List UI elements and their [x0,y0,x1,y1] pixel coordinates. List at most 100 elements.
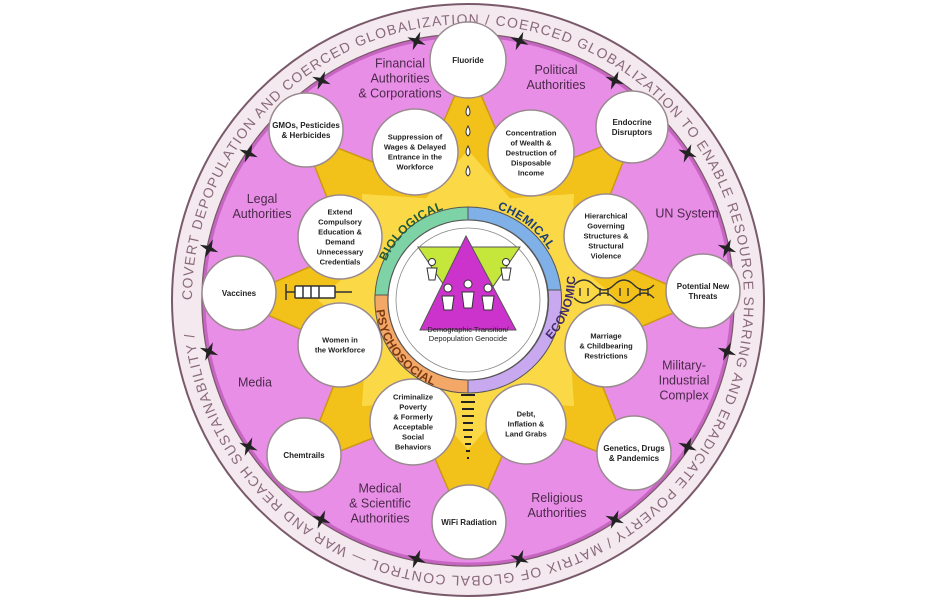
node-vaccines [201,255,277,331]
node-education-label-line: Extend [327,208,352,217]
node-wages-label-line: Wages & Delayed [384,143,447,152]
node-endocrine-label-line: Endocrine [612,118,652,127]
node-poverty-label-line: & Formerly [393,413,433,422]
node-fluoride [429,21,507,99]
sector-label-media-line: Media [238,375,272,389]
node-wealth-label-line: Disposable [511,159,551,168]
node-wealth-label-line: Income [518,169,544,178]
node-genetics [596,415,672,491]
ring-star-icon [312,510,331,529]
center-caption-line-2: Depopulation Genocide [429,334,507,343]
ring-star-icon [678,144,697,163]
node-women [297,302,383,388]
ring-star-icon [407,31,426,51]
node-wages-label-line: Workforce [397,163,434,172]
node-education [297,194,383,280]
sector-label-military-line: Military- [662,358,706,372]
sector-label-legal-line: Legal [247,192,278,206]
node-hierarchy-label-line: Hierarchical [585,212,628,221]
ring-star-icon [605,510,624,529]
sector-label-religious-line: Religious [531,491,582,505]
ring-star-icon [717,342,737,361]
sector-label-political-line: Authorities [526,78,585,92]
node-women-label-line: Women in [322,336,358,345]
node-education-label-line: Unnecessary [317,248,365,257]
center-inner-ring [395,227,541,373]
node-endocrine-label-line: Disruptors [612,128,653,137]
sector-label-financial-line: Financial [375,56,425,70]
node-gmos [268,92,344,168]
node-hierarchy [563,193,649,279]
sector-label-financial-line: & Corporations [358,86,441,100]
node-marriage-label-line: Restrictions [584,352,627,361]
node-threats-label-line: Potential New [677,282,730,291]
node-education-label-line: Credentials [320,258,361,267]
node-gmos-label: GMOs, Pesticides& Herbicides [272,121,340,140]
node-poverty [369,378,457,466]
ring-star-icon [605,71,624,90]
sector-label-legal-line: Authorities [232,207,291,221]
radiation-waves-icon [461,394,475,459]
node-poverty-label-line: Criminalize [393,393,433,402]
ring-star-icon [199,239,219,258]
node-poverty-label-line: Acceptable [393,423,433,432]
node-gmos-label-line: & Herbicides [282,131,331,140]
sector-label-media: Media [238,375,272,389]
node-hierarchy-label-line: Structures & [583,232,629,241]
node-chemtrails-label: Chemtrails [283,451,325,460]
sector-label-un-line: UN System [655,206,718,220]
node-poverty-label-line: Behaviors [395,443,431,452]
ring-star-icon [199,342,219,361]
node-poverty-label-line: Poverty [399,403,427,412]
node-genetics-label-line: & Pandemics [609,454,660,463]
stars-group [199,31,737,569]
node-wifi-label: WiFi Radiation [441,518,497,527]
node-wages-label-line: Entrance in the [388,153,442,162]
node-threats-label-line: Threats [689,292,718,301]
node-hierarchy-label-line: Violence [591,252,622,261]
ring-star-icon [717,239,737,258]
node-wealth-label-line: of Wealth & [510,139,552,148]
node-wealth-label-line: Concentration [506,129,557,138]
human-figures-icon [426,258,512,311]
sector-label-medical-line: Authorities [350,511,409,525]
node-endocrine [595,90,669,164]
drops-icon [465,104,471,177]
node-wifi [431,484,507,560]
node-poverty-label-line: Social [402,433,424,442]
dna-helix-icon [573,279,655,304]
node-fluoride-label-line: Fluoride [452,56,484,65]
node-marriage [564,304,648,388]
ring-star-icon [239,144,258,163]
sector-label-financial-line: Authorities [370,71,429,85]
node-hierarchy-label-line: Structural [588,242,623,251]
sector-label-political-line: Political [534,63,577,77]
syringe-icon [285,284,352,300]
ring-star-icon [239,437,258,456]
node-wealth-label-line: Destruction of [506,149,557,158]
node-vaccines-label: Vaccines [222,289,257,298]
node-debt-label: Debt,Inflation &Land Grabs [505,410,547,439]
sector-label-military-line: Complex [659,388,709,402]
sector-label-medical-line: Medical [358,481,401,495]
ring-star-icon [510,549,529,569]
node-chemtrails [266,417,342,493]
node-debt-label-line: Land Grabs [505,430,547,439]
